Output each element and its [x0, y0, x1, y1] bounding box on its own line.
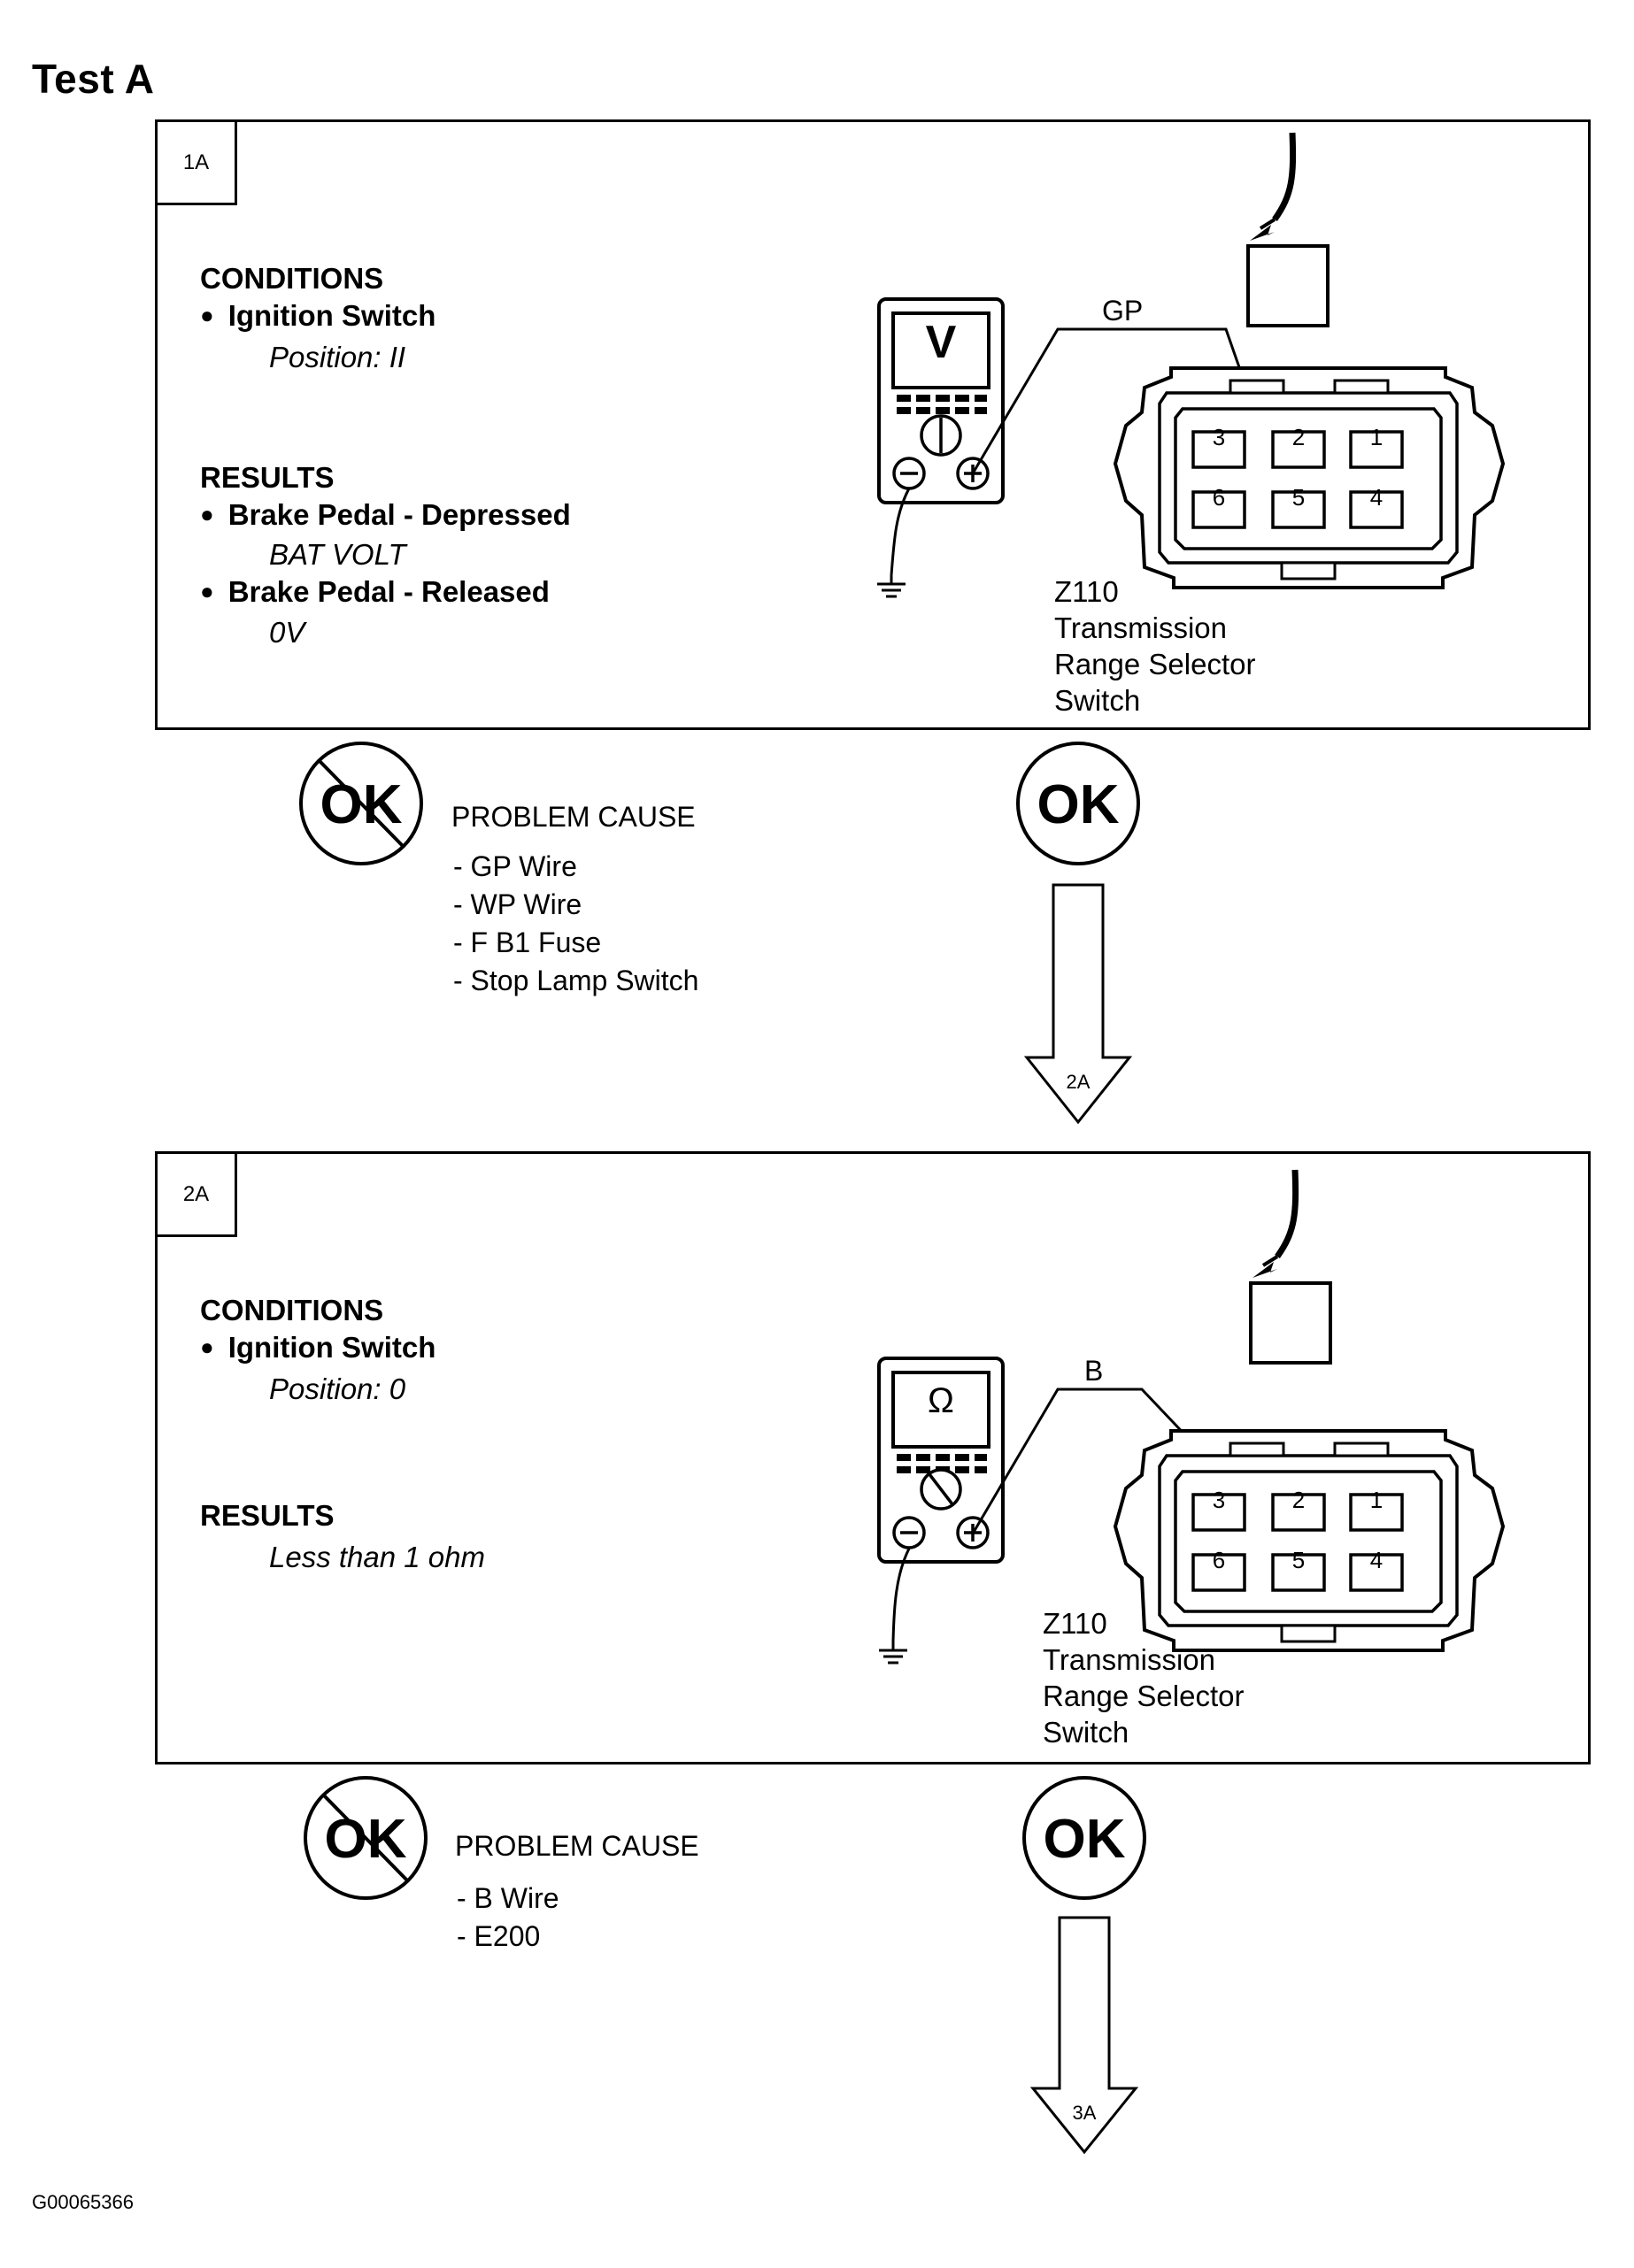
connector-z110: 3 2 1 6 5 4	[1114, 1429, 1505, 1652]
step-id-tag: 1A	[158, 122, 237, 205]
conditions-heading: CONDITIONS	[200, 1294, 384, 1326]
result-item: Brake Pedal - Depressed	[200, 498, 571, 532]
test-step-2a-panel: 2A CONDITIONS Ignition Switch Position: …	[155, 1151, 1591, 1764]
connector-pin: 1	[1370, 424, 1383, 450]
connector-pin: 3	[1213, 1487, 1225, 1513]
page-title: Test A	[32, 56, 155, 102]
connector-pin: 2	[1292, 1487, 1305, 1513]
meter-symbol: V	[926, 317, 957, 368]
problem-cause-item: - Stop Lamp Switch	[453, 965, 699, 996]
component-caption: Z110 Transmission Range Selector Switch	[1054, 575, 1256, 717]
meter-symbol: Ω	[928, 1381, 954, 1420]
problem-cause-item: - B Wire	[457, 1882, 559, 1914]
harness-probe-drawing	[1248, 133, 1328, 326]
problem-cause-list: - GP Wire - WP Wire - F B1 Fuse - Stop L…	[453, 848, 698, 1000]
not-ok-badge: OK	[304, 1776, 428, 1900]
result-detail: 0V	[269, 616, 305, 649]
ok-badge: OK	[1022, 1776, 1146, 1900]
problem-cause-item: - WP Wire	[453, 888, 582, 920]
not-ok-badge: OK	[299, 742, 423, 865]
svg-text:OK: OK	[1037, 774, 1120, 835]
connector-pin: 5	[1292, 484, 1305, 511]
wire-label: B	[1084, 1355, 1103, 1387]
connector-pin: 6	[1213, 1547, 1225, 1573]
next-step-label: 3A	[1073, 2102, 1097, 2124]
problem-cause-heading: PROBLEM CAUSE	[451, 801, 696, 833]
svg-text:OK: OK	[1044, 1809, 1126, 1870]
connector-pin: 5	[1292, 1547, 1305, 1573]
next-step-arrow: 2A	[1023, 883, 1133, 1125]
next-step-arrow: 3A	[1029, 1916, 1139, 2155]
component-caption: Z110 Transmission Range Selector Switch	[1043, 1607, 1245, 1749]
results-heading: RESULTS	[200, 1499, 335, 1532]
ground-icon	[877, 1548, 911, 1664]
problem-cause-list: - B Wire - E200	[457, 1880, 559, 1956]
step-id-tag: 2A	[158, 1154, 237, 1237]
connector-z110: 3 2 1 6 5 4	[1114, 366, 1505, 589]
connector-pin: 6	[1213, 484, 1225, 511]
problem-cause-item: - E200	[457, 1920, 541, 1952]
results-heading: RESULTS	[200, 461, 335, 494]
ground-icon	[875, 488, 911, 598]
condition-item: Ignition Switch	[200, 299, 436, 333]
multimeter-icon: V	[877, 297, 1005, 504]
wire-label: GP	[1102, 295, 1143, 327]
result-detail: BAT VOLT	[269, 538, 406, 571]
connector-pin: 3	[1213, 424, 1225, 450]
ok-badge: OK	[1016, 742, 1140, 865]
multimeter-icon: Ω	[877, 1357, 1005, 1564]
figure-id: G00065366	[32, 2191, 134, 2213]
condition-detail: Position: II	[269, 341, 406, 373]
problem-cause-heading: PROBLEM CAUSE	[455, 1830, 699, 1862]
condition-item: Ignition Switch	[200, 1331, 436, 1365]
connector-pin: 4	[1370, 1547, 1383, 1573]
problem-cause-item: - F B1 Fuse	[453, 926, 602, 958]
next-step-label: 2A	[1067, 1071, 1091, 1093]
result-item: Brake Pedal - Released	[200, 575, 550, 609]
harness-probe-drawing	[1251, 1170, 1330, 1363]
test-step-1a-panel: 1A CONDITIONS Ignition Switch Position: …	[155, 119, 1591, 730]
connector-pin: 2	[1292, 424, 1305, 450]
result-detail: Less than 1 ohm	[269, 1541, 485, 1573]
condition-detail: Position: 0	[269, 1372, 406, 1405]
connector-pin: 4	[1370, 484, 1383, 511]
connector-pin: 1	[1370, 1487, 1383, 1513]
conditions-heading: CONDITIONS	[200, 262, 384, 295]
problem-cause-item: - GP Wire	[453, 850, 577, 882]
